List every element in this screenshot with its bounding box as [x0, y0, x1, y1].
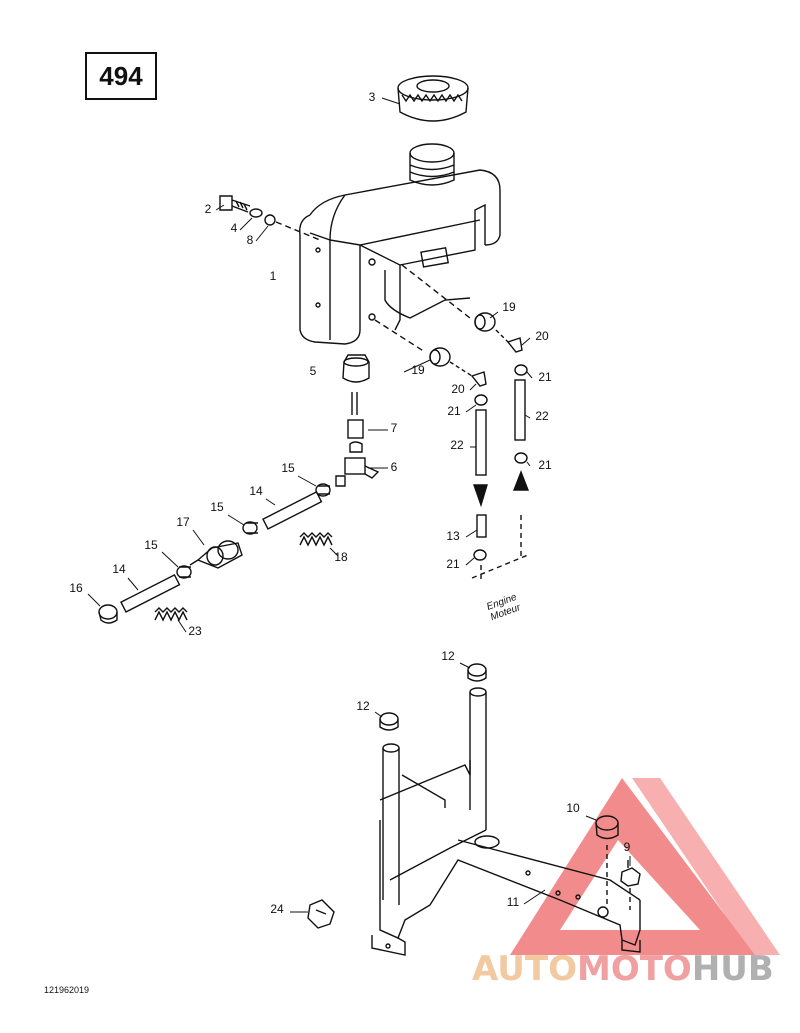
callout-c18: 18 — [334, 550, 348, 564]
hose-22b — [475, 409, 487, 476]
elbow-guide-a — [495, 329, 509, 343]
arrow-up — [512, 470, 530, 491]
page-number-box: 494 — [85, 52, 157, 100]
callout-c23: 23 — [188, 624, 202, 638]
callout-c19a: 19 — [502, 300, 516, 314]
watermark-text-moto: MOTO — [577, 949, 692, 989]
pickup-filter-7 — [347, 392, 364, 453]
engine-label: Engine Moteur — [485, 592, 522, 623]
washer-4 — [249, 208, 263, 218]
callout-c24: 24 — [270, 902, 284, 916]
callout-c9: 9 — [624, 840, 631, 854]
shutoff-valve-6 — [335, 457, 380, 487]
callout-c10: 10 — [566, 801, 580, 815]
callout-c13: 13 — [446, 529, 460, 543]
callout-c22a: 22 — [535, 409, 549, 423]
clamp-21d — [473, 549, 487, 561]
spring-18 — [299, 532, 333, 547]
watermark-text-hub: HUB — [692, 949, 774, 989]
callout-c15b: 15 — [210, 500, 224, 514]
grommet-guide-b — [374, 319, 426, 353]
elbow-guide-b — [449, 361, 473, 377]
arrow-down — [473, 484, 488, 508]
page-number: 494 — [99, 60, 143, 91]
fuel-tank — [299, 143, 501, 345]
callout-c21c: 21 — [538, 458, 552, 472]
callout-c4: 4 — [231, 221, 238, 235]
clamp-15c — [176, 565, 192, 579]
callout-c7: 7 — [391, 421, 398, 435]
callout-c14b: 14 — [112, 562, 126, 576]
callout-c21a: 21 — [538, 370, 552, 384]
hose-14b — [120, 573, 181, 613]
callout-c21d: 21 — [446, 557, 460, 571]
clamp-15b — [242, 521, 258, 535]
callout-c22b: 22 — [450, 438, 464, 452]
callout-c21b: 21 — [447, 404, 461, 418]
callout-c17: 17 — [176, 515, 190, 529]
mount-guide — [606, 845, 631, 910]
callout-c15c: 15 — [144, 538, 158, 552]
clamp-21a — [514, 364, 528, 376]
callout-c12b: 12 — [356, 699, 370, 713]
fuel-filter-17 — [189, 540, 243, 569]
watermark-text: AUTOMOTOHUB — [472, 949, 774, 989]
tank-bracket — [371, 663, 641, 956]
grommet-19a — [474, 312, 496, 332]
clamp-15a — [315, 483, 331, 497]
callout-c19b: 19 — [411, 363, 425, 377]
grommet-guide-a — [401, 264, 471, 319]
leader-lines — [87, 97, 631, 913]
connector-13 — [476, 514, 487, 538]
bushing-5 — [342, 354, 370, 383]
callout-c15a: 15 — [281, 461, 295, 475]
clamp-21b — [474, 394, 488, 406]
watermark-triangle-right — [632, 778, 780, 955]
hose-22a — [514, 379, 526, 441]
callout-c14a: 14 — [249, 484, 263, 498]
callout-c11: 11 — [507, 895, 520, 909]
callout-c3: 3 — [369, 90, 376, 104]
hose-14a — [262, 490, 323, 530]
mount-screw — [219, 195, 251, 213]
grommet-19b — [429, 347, 451, 367]
tank-cap — [397, 75, 469, 122]
callout-c16: 16 — [69, 581, 83, 595]
watermark-logo — [510, 778, 780, 955]
rubber-mount-10 — [595, 815, 619, 840]
callout-c6: 6 — [391, 460, 398, 474]
callout-c8: 8 — [247, 233, 254, 247]
engine-leader — [471, 515, 529, 580]
clip-24 — [307, 899, 335, 929]
fitting-16 — [98, 604, 118, 624]
callout-c1: 1 — [270, 269, 277, 283]
watermark-text-auto: AUTO — [472, 949, 577, 989]
callout-c20a: 20 — [535, 329, 549, 343]
callout-c5: 5 — [310, 364, 317, 378]
elbow-20b — [470, 371, 487, 387]
callout-c20b: 20 — [451, 382, 465, 396]
callout-c2: 2 — [205, 202, 212, 216]
screw-guide-line — [275, 221, 321, 241]
washer-8 — [264, 214, 276, 226]
elbow-20a — [506, 337, 523, 353]
nut-9 — [620, 860, 641, 887]
callout-c12a: 12 — [441, 649, 455, 663]
spring-23 — [154, 607, 188, 622]
clamp-21c — [514, 452, 528, 464]
figure-reference: 121962019 — [44, 985, 89, 995]
